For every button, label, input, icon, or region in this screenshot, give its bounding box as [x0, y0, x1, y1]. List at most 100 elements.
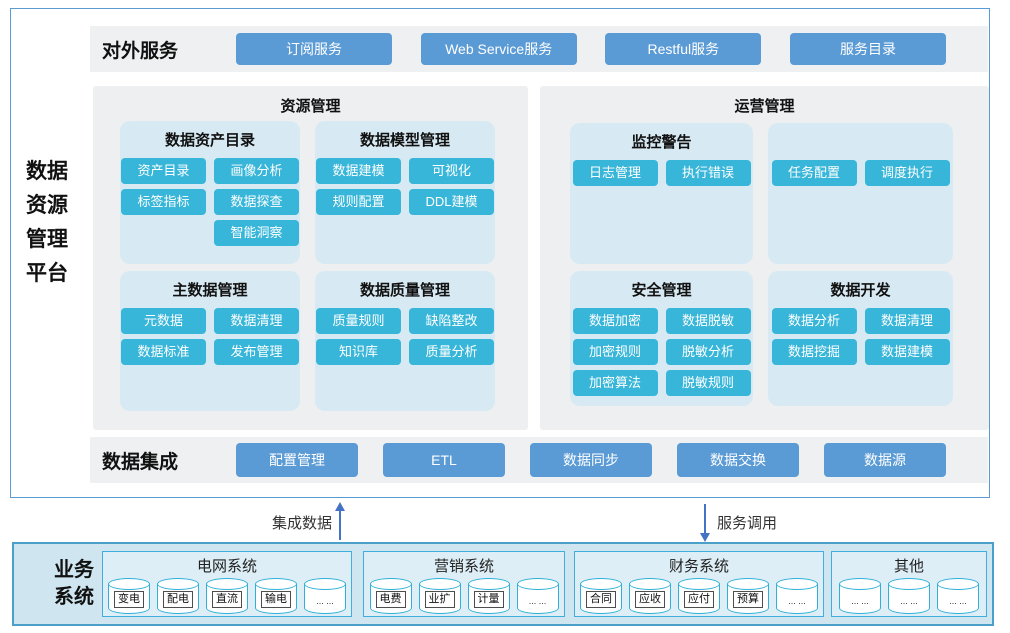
module-group: 任务配置调度执行 — [768, 123, 953, 264]
platform-title-line: 资源 — [26, 194, 68, 218]
database-icon: ... ... — [516, 578, 559, 614]
module-button-row: 标签指标数据探查 — [120, 189, 300, 215]
module-button[interactable]: 数据脱敏 — [665, 308, 751, 334]
module-button[interactable]: 发布管理 — [214, 339, 299, 365]
module-button[interactable]: 可视化 — [409, 158, 494, 184]
database-icon: 变电 — [108, 578, 150, 614]
module-button-row: 质量规则缺陷整改 — [315, 308, 495, 334]
module-button[interactable]: 知识库 — [316, 339, 401, 365]
database-icon: 业扩 — [418, 578, 461, 614]
module-button[interactable]: 智能洞察 — [214, 220, 299, 246]
group-title: 安全管理 — [631, 282, 692, 299]
database-row: 变电 配电 直流输电 ... ... — [103, 578, 351, 614]
module-button[interactable]: 标签指标 — [121, 189, 206, 215]
module-button[interactable]: 数据标准 — [121, 339, 206, 365]
service-button[interactable]: Web Service服务 — [420, 33, 577, 65]
module-button[interactable]: 数据建模 — [864, 339, 950, 365]
database-label: 变电 — [114, 591, 144, 608]
platform-title-line: 平台 — [26, 262, 68, 286]
module-button[interactable]: 脱敏规则 — [665, 370, 751, 396]
group-title: 数据资产目录 — [164, 132, 255, 149]
database-row: ... ...... ...... ... — [832, 578, 986, 614]
service-button[interactable]: Restful服务 — [605, 33, 762, 65]
module-button-row: 数据标准发布管理 — [120, 339, 300, 365]
database-label: ... ... — [316, 596, 334, 606]
module-button[interactable]: 数据清理 — [864, 308, 950, 334]
module-button[interactable]: 执行错误 — [665, 160, 751, 186]
module-button[interactable]: 元数据 — [121, 308, 206, 334]
database-label: ... ... — [900, 596, 918, 606]
service-button[interactable]: 订阅服务 — [236, 33, 392, 65]
database-row: 电费业扩计量 ... ... — [364, 578, 564, 614]
resource-management-panel: 资源管理 数据资产目录资产目录画像分析标签指标数据探查智能洞察数据模型管理数据建… — [93, 86, 528, 430]
module-button[interactable]: 数据加密 — [572, 308, 658, 334]
integration-button[interactable]: 数据交换 — [677, 443, 799, 477]
database-icon: 合同 — [580, 578, 622, 614]
module-button[interactable]: 脱敏分析 — [665, 339, 751, 365]
module-button[interactable]: 加密算法 — [572, 370, 658, 396]
group-title: 数据开发 — [830, 282, 891, 299]
database-label: 配电 — [163, 591, 193, 608]
system-title: 其他 — [893, 558, 924, 575]
module-button-row: 资产目录画像分析 — [120, 158, 300, 184]
integration-button[interactable]: 数据同步 — [530, 443, 652, 477]
database-top — [157, 578, 199, 590]
database-top — [727, 578, 769, 590]
module-button[interactable]: 规则配置 — [316, 189, 401, 215]
external-services-label: 对外服务 — [102, 40, 179, 62]
database-top — [629, 578, 671, 590]
module-button[interactable]: 画像分析 — [214, 158, 299, 184]
module-button[interactable]: 日志管理 — [572, 160, 658, 186]
module-button[interactable]: 任务配置 — [771, 160, 857, 186]
module-group: 数据质量管理质量规则缺陷整改知识库质量分析 — [315, 271, 495, 411]
up-arrow-label: 集成数据 — [271, 515, 332, 532]
panel-title: 运营管理 — [734, 98, 795, 115]
operation-management-panel: 运营管理 监控警告日志管理执行错误任务配置调度执行安全管理数据加密数据脱敏加密规… — [540, 86, 989, 430]
module-button[interactable]: 数据建模 — [316, 158, 401, 184]
integration-button[interactable]: 配置管理 — [236, 443, 358, 477]
module-button-row: 规则配置 DDL建模 — [315, 189, 495, 215]
system-title: 财务系统 — [668, 558, 729, 575]
database-label: 计量 — [473, 591, 504, 608]
database-top — [516, 578, 559, 590]
module-button-row: 数据加密数据脱敏 — [570, 308, 753, 334]
database-icon: 直流 — [206, 578, 248, 614]
database-label: 应收 — [635, 591, 665, 608]
integration-button[interactable]: 数据源 — [824, 443, 946, 477]
module-button[interactable]: 质量分析 — [409, 339, 494, 365]
database-top — [255, 578, 297, 590]
database-label: 电费 — [375, 591, 406, 608]
system-box: 营销系统电费业扩计量... ... — [363, 551, 565, 617]
database-row: 合同应收 应付预算... ... — [575, 578, 823, 614]
group-title: 数据质量管理 — [359, 282, 450, 299]
module-button-row: 任务配置调度执行 — [768, 160, 953, 186]
module-button[interactable]: 数据挖掘 — [771, 339, 857, 365]
module-group: 数据开发数据分析数据清理数据挖掘数据建模 — [768, 271, 953, 406]
down-arrow-icon — [700, 504, 710, 542]
database-icon: ... ... — [776, 578, 818, 614]
database-icon: ... ... — [888, 578, 930, 614]
module-button-row: 知识库质量分析 — [315, 339, 495, 365]
database-icon: 输电 — [255, 578, 297, 614]
system-title: 电网系统 — [196, 558, 257, 575]
database-icon: 预算 — [727, 578, 769, 614]
database-label: 直流 — [212, 591, 242, 608]
module-button[interactable]: 数据分析 — [771, 308, 857, 334]
integration-button[interactable]: ETL — [383, 443, 505, 477]
module-button[interactable]: 数据探查 — [214, 189, 299, 215]
up-arrow-icon — [335, 502, 345, 540]
module-button[interactable]: 资产目录 — [121, 158, 206, 184]
service-button[interactable]: 服务目录 — [789, 33, 946, 65]
database-label: 应付 — [684, 591, 714, 608]
module-button-row: 加密规则脱敏分析 — [570, 339, 753, 365]
module-button[interactable]: 调度执行 — [864, 160, 950, 186]
platform-title-line: 数据 — [26, 160, 68, 183]
database-icon: ... ... — [839, 578, 881, 614]
module-button[interactable]: DDL建模 — [409, 189, 494, 215]
group-title: 数据模型管理 — [359, 132, 450, 149]
module-button[interactable]: 加密规则 — [572, 339, 658, 365]
module-button-row: 元数据数据清理 — [120, 308, 300, 334]
module-button[interactable]: 缺陷整改 — [409, 308, 494, 334]
module-button[interactable]: 数据清理 — [214, 308, 299, 334]
module-button[interactable]: 质量规则 — [316, 308, 401, 334]
